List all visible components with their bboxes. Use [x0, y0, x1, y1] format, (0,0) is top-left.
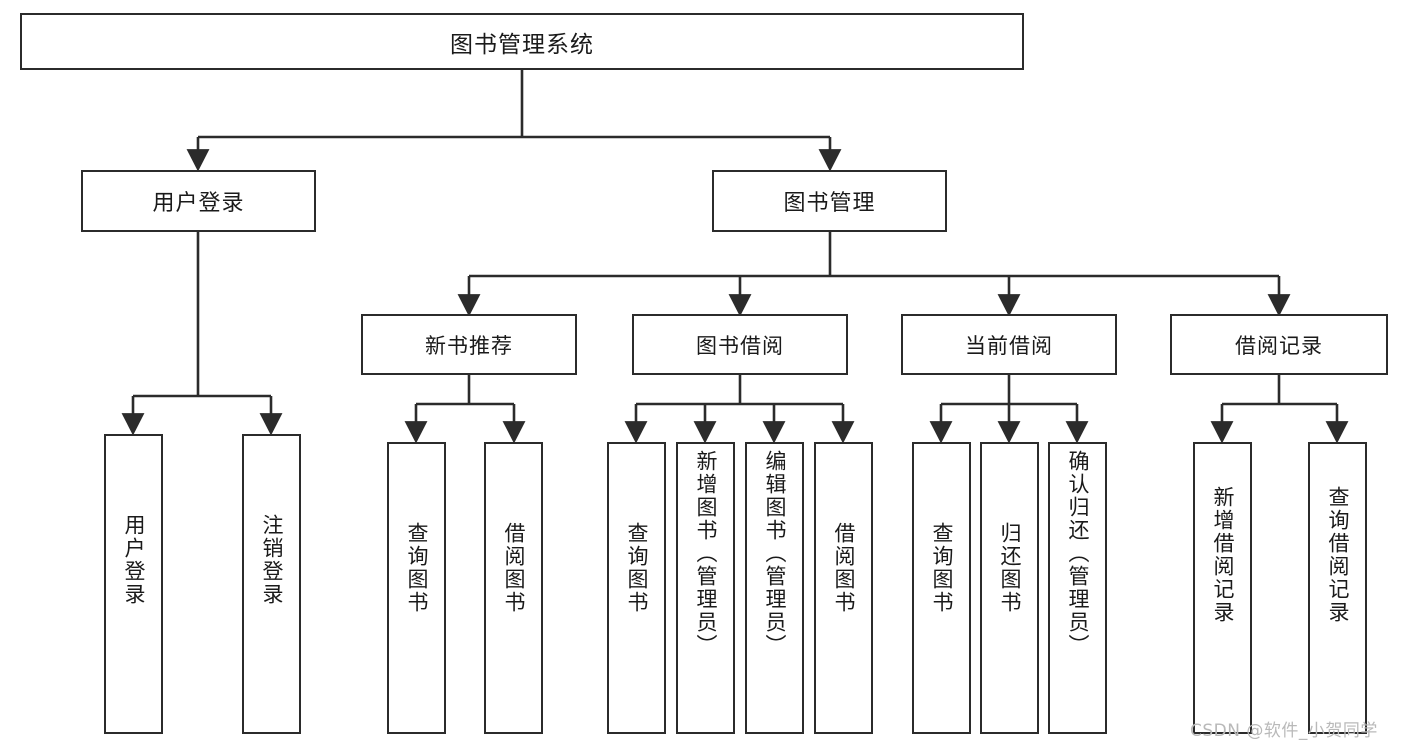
node-root-label: 图书管理系统 — [450, 31, 594, 58]
node-leaf-confirm-return-admin-label: 确认归还（管理员） — [1066, 450, 1090, 657]
node-leaf-query-book-current[interactable]: 查询图书 — [912, 442, 971, 734]
node-current-borrow[interactable]: 当前借阅 — [901, 314, 1117, 375]
node-leaf-confirm-return-admin[interactable]: 确认归还（管理员） — [1048, 442, 1107, 734]
node-book-borrow-label: 图书借阅 — [696, 333, 784, 358]
csdn-watermark: CSDN @软件_小贺同学 — [1190, 721, 1378, 741]
node-leaf-query-borrow-record[interactable]: 查询借阅记录 — [1308, 442, 1367, 734]
node-leaf-user-login[interactable]: 用户登录 — [104, 434, 163, 734]
node-leaf-query-book-recommend-label: 查询图书 — [405, 522, 429, 614]
node-leaf-return-book-label: 归还图书 — [998, 522, 1022, 614]
node-leaf-query-book-borrow[interactable]: 查询图书 — [607, 442, 666, 734]
node-leaf-borrow-book-label: 借阅图书 — [832, 522, 856, 614]
node-new-book-recommend-label: 新书推荐 — [425, 333, 513, 358]
node-book-manage-label: 图书管理 — [783, 191, 876, 216]
node-leaf-borrow-book-recommend[interactable]: 借阅图书 — [484, 442, 543, 734]
node-user-login[interactable]: 用户登录 — [81, 170, 316, 232]
node-leaf-add-borrow-record-label: 新增借阅记录 — [1211, 486, 1235, 624]
node-leaf-borrow-book[interactable]: 借阅图书 — [814, 442, 873, 734]
node-leaf-logout[interactable]: 注销登录 — [242, 434, 301, 734]
node-leaf-edit-book-admin-label: 编辑图书（管理员） — [763, 450, 787, 657]
node-leaf-user-login-label: 用户登录 — [122, 514, 146, 606]
node-leaf-borrow-book-recommend-label: 借阅图书 — [502, 522, 526, 614]
node-root[interactable]: 图书管理系统 — [20, 13, 1024, 70]
node-leaf-add-borrow-record[interactable]: 新增借阅记录 — [1193, 442, 1252, 734]
node-book-borrow[interactable]: 图书借阅 — [632, 314, 848, 375]
node-leaf-query-book-current-label: 查询图书 — [930, 522, 954, 614]
node-leaf-add-book-admin[interactable]: 新增图书（管理员） — [676, 442, 735, 734]
node-book-manage[interactable]: 图书管理 — [712, 170, 947, 232]
node-borrow-record[interactable]: 借阅记录 — [1170, 314, 1388, 375]
node-current-borrow-label: 当前借阅 — [965, 333, 1053, 358]
node-leaf-return-book[interactable]: 归还图书 — [980, 442, 1039, 734]
node-user-login-label: 用户登录 — [152, 191, 245, 216]
node-leaf-query-borrow-record-label: 查询借阅记录 — [1326, 486, 1350, 624]
node-leaf-edit-book-admin[interactable]: 编辑图书（管理员） — [745, 442, 804, 734]
node-leaf-query-book-borrow-label: 查询图书 — [625, 522, 649, 614]
node-new-book-recommend[interactable]: 新书推荐 — [361, 314, 577, 375]
node-leaf-query-book-recommend[interactable]: 查询图书 — [387, 442, 446, 734]
node-leaf-add-book-admin-label: 新增图书（管理员） — [694, 450, 718, 657]
node-leaf-logout-label: 注销登录 — [260, 514, 284, 606]
node-borrow-record-label: 借阅记录 — [1235, 333, 1323, 358]
